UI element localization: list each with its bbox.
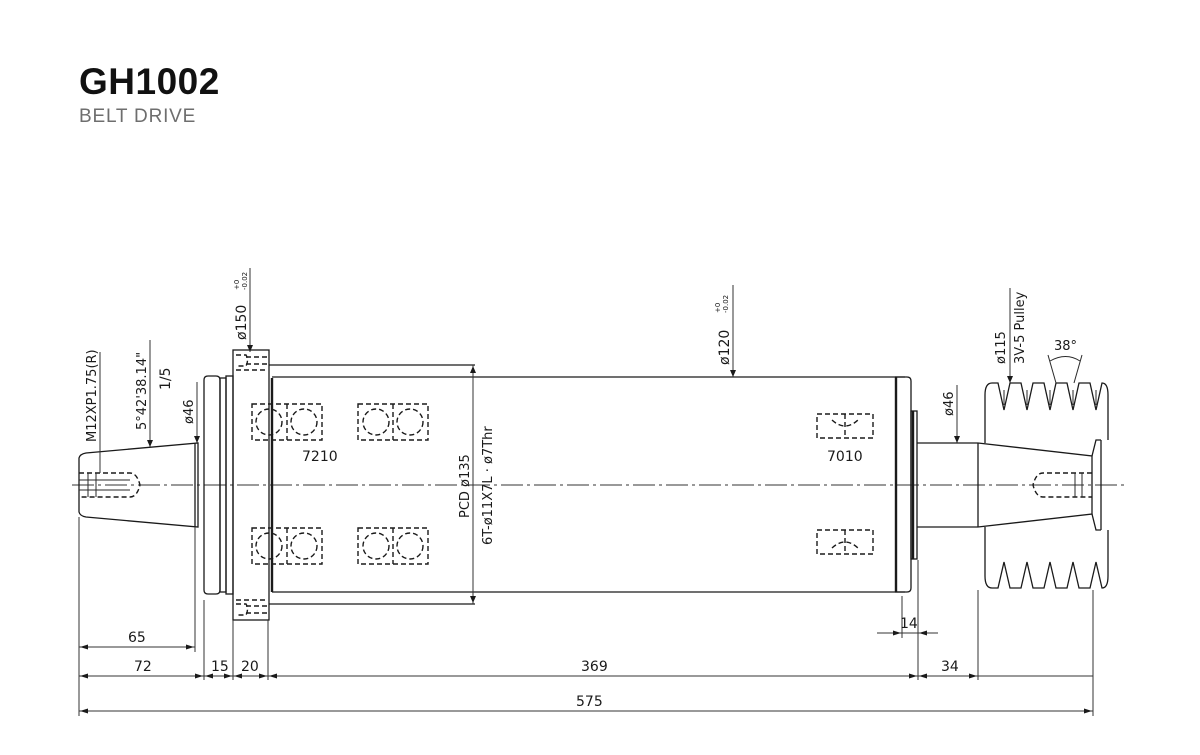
body-tol-lower: -0.02: [722, 295, 730, 313]
main-body: [269, 364, 918, 605]
pulley-dia-label: ø115: [994, 331, 1009, 364]
title-block: GH1002 BELT DRIVE: [79, 62, 220, 128]
pulley: [984, 354, 1109, 589]
flange-dia-label: ø150: [234, 305, 250, 340]
dimension-lines: [79, 630, 1093, 714]
left-nose: [78, 442, 199, 528]
rear-bearings: [816, 413, 874, 555]
left-shaft-dia-label: ø46: [182, 400, 197, 425]
dim-body-len: 369: [581, 659, 608, 675]
pulley-type-label: 3V-5 Pulley: [1013, 291, 1028, 364]
dim-collar-len: 15: [211, 659, 229, 675]
dim-overall-len: 575: [576, 694, 603, 710]
front-bearings: [251, 403, 429, 565]
flange-tol-upper: +0: [233, 280, 241, 290]
flange: [232, 349, 274, 621]
taper-ratio-label: 1/5: [158, 367, 174, 390]
dim-rear-cap-len: 14: [900, 616, 918, 632]
body-dia-label: ø120: [717, 330, 733, 365]
front-bearing-label: 7210: [302, 449, 338, 465]
rear-bearing-label: 7010: [827, 449, 863, 465]
pcd-label: PCD ø135: [458, 454, 473, 518]
dim-flange-len: 20: [241, 659, 259, 675]
thread-label: M12XP1.75(R): [85, 349, 100, 442]
flange-tol-lower: -0.02: [241, 272, 249, 290]
dim-left-shaft-len: 72: [134, 659, 152, 675]
drive-type: BELT DRIVE: [79, 106, 197, 127]
leaders: [99, 268, 1013, 604]
taper-angle-label: 5°42'38.14": [135, 352, 150, 430]
groove-angle-label: 38°: [1054, 339, 1077, 354]
right-shaft-dia-label: ø46: [942, 392, 957, 417]
dim-left-thread-len: 65: [128, 630, 146, 646]
body-tol-upper: +0: [714, 303, 722, 313]
right-shaft: [917, 442, 1093, 528]
holes-label: 6T-ø11X7L · ø7Thr: [481, 426, 496, 545]
extension-lines: [78, 517, 1094, 716]
dim-pulley-offset: 34: [941, 659, 959, 675]
model-number: GH1002: [79, 61, 220, 102]
